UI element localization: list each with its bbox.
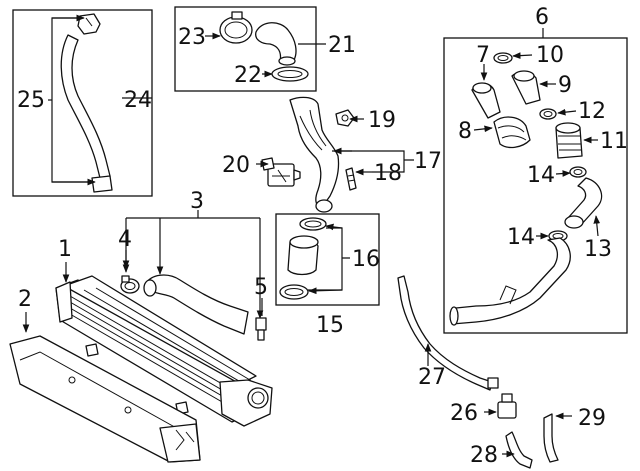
group-box-21: [174, 6, 317, 92]
clamp-16-lower: [279, 284, 309, 300]
vacuum-hose-27: [397, 275, 499, 391]
callout-21: 21: [328, 33, 356, 58]
arrow-8: [473, 125, 493, 133]
actuator-20: [261, 157, 301, 187]
bracket-3: [126, 210, 260, 219]
hose-7-8: [471, 82, 501, 119]
callout-7: 7: [476, 43, 490, 68]
callout-20: 20: [222, 153, 250, 178]
callout-1: 1: [58, 237, 72, 262]
callout-12: 12: [578, 99, 606, 124]
arrow-13: [593, 215, 601, 237]
callout-18: 18: [374, 161, 402, 186]
hose-24-25: [60, 13, 113, 193]
group-box-6: [443, 37, 628, 334]
clamp-14-upper: [569, 166, 587, 178]
callout-17: 17: [414, 149, 442, 174]
arrow-16-bottom: [308, 287, 343, 295]
callout-28: 28: [470, 443, 498, 468]
callout-14-upper: 14: [527, 163, 555, 188]
callout-25: 25: [17, 88, 45, 113]
sensor-19: [335, 109, 355, 127]
sensor-5: [255, 317, 267, 341]
elbow-hose-21: [255, 22, 297, 66]
bracket-17: [332, 150, 414, 173]
callout-5: 5: [254, 275, 268, 300]
callout-8: 8: [458, 119, 472, 144]
callout-19: 19: [368, 108, 396, 133]
callout-3: 3: [190, 189, 204, 214]
hose-29: [543, 413, 559, 463]
callout-22: 22: [234, 63, 262, 88]
hose-16: [287, 235, 319, 276]
arrow-16-top: [325, 223, 343, 231]
arrow-10: [512, 52, 533, 59]
intercooler-1: [55, 275, 273, 427]
air-deflector-2: [9, 335, 201, 463]
callout-23: 23: [178, 25, 206, 50]
clamp-4: [120, 275, 140, 294]
callout-14-lower: 14: [507, 225, 535, 250]
callout-15: 15: [316, 313, 344, 338]
clamp-12: [539, 108, 557, 120]
clamp-22: [271, 66, 309, 82]
callout-9: 9: [558, 73, 572, 98]
callout-27: 27: [418, 365, 446, 390]
callout-26: 26: [450, 401, 478, 426]
callout-10: 10: [536, 43, 564, 68]
connector-11: [555, 122, 583, 159]
arrow-14-upper: [555, 170, 571, 177]
callout-6: 6: [535, 5, 549, 30]
valve-26: [497, 393, 517, 419]
clamp-16-upper: [299, 217, 327, 231]
group-box-24-25: [12, 9, 153, 197]
bolt-18: [345, 167, 357, 191]
hose-28: [505, 431, 533, 469]
clamp-23: [219, 11, 253, 44]
clamp-10: [493, 52, 513, 64]
callout-4: 4: [118, 227, 132, 252]
hose-3: [143, 274, 249, 335]
pipe-17: [289, 96, 340, 213]
callout-16: 16: [352, 247, 380, 272]
outlet-pipe-6: [449, 237, 571, 326]
callout-2: 2: [18, 287, 32, 312]
callout-11: 11: [600, 129, 628, 154]
hose-9: [511, 70, 541, 105]
group-box-15: [275, 213, 380, 306]
arrow-12: [557, 108, 577, 116]
coupler-8: [493, 116, 531, 149]
hose-13: [564, 177, 603, 229]
callout-13: 13: [584, 237, 612, 262]
callout-24: 24: [124, 88, 152, 113]
callout-29: 29: [578, 406, 606, 431]
